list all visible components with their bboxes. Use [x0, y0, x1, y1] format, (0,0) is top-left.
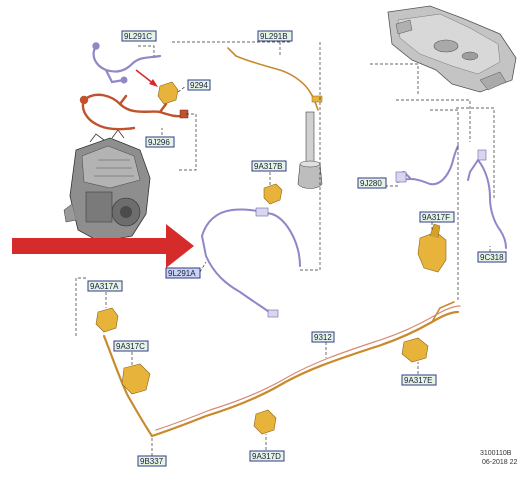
harness-9j296	[79, 93, 189, 131]
engine-icon	[63, 129, 151, 243]
label-9a317d-text: 9A317D	[252, 452, 281, 461]
label-9b337[interactable]: 9B337	[137, 455, 167, 467]
label-9a317a-text: 9A317A	[90, 282, 119, 291]
harness-9294-arrow	[135, 69, 158, 87]
label-9l291b-text: 9L291B	[260, 32, 288, 41]
fuel-line-9312	[102, 301, 461, 438]
label-9j280-text: 9J280	[360, 179, 382, 188]
label-9j296[interactable]: 9J296	[145, 136, 175, 148]
vapor-hose-9j280	[395, 145, 459, 186]
label-9a317e[interactable]: 9A317E	[401, 374, 437, 386]
leader-lines	[75, 41, 495, 456]
bracket-9a317d	[253, 409, 277, 435]
label-9c318[interactable]: 9C318	[477, 251, 507, 263]
bracket-9a317b	[263, 183, 283, 205]
label-9a317d[interactable]: 9A317D	[249, 450, 285, 462]
label-9294[interactable]: 9294	[187, 79, 211, 91]
bracket-9a317e	[401, 337, 429, 363]
fuel-tank-icon	[387, 5, 517, 93]
label-9a317c[interactable]: 9A317C	[113, 340, 149, 352]
label-9312[interactable]: 9312	[311, 331, 335, 343]
vapor-hose-9l291a	[201, 207, 301, 318]
label-9a317b[interactable]: 9A317B	[251, 160, 287, 172]
label-9a317b-text: 9A317B	[254, 162, 282, 171]
label-9l291a[interactable]: 9L291A	[165, 267, 201, 279]
label-9j296-text: 9J296	[148, 138, 170, 147]
drawing-footer: 3100110B 06-2018 22	[480, 450, 518, 466]
label-9a317f-text: 9A317F	[422, 213, 450, 222]
vapor-hose-9c318	[467, 149, 507, 249]
label-9a317e-text: 9A317E	[404, 376, 432, 385]
vapor-hose-9l291c	[92, 42, 162, 84]
drawing-number: 3100110B	[480, 450, 512, 457]
bracket-9a317c	[121, 363, 151, 395]
bracket-9a317f	[417, 223, 447, 273]
red-arrow-icon	[12, 224, 194, 268]
bracket-9a317a	[95, 307, 119, 333]
label-9j280[interactable]: 9J280	[357, 177, 387, 189]
label-9294-text: 9294	[190, 81, 208, 90]
label-9l291a-text: 9L291A	[168, 269, 196, 278]
fuel-line-9l291b	[227, 47, 323, 111]
label-9c318-text: 9C318	[480, 253, 504, 262]
label-9a317a[interactable]: 9A317A	[87, 280, 123, 292]
label-9a317c-text: 9A317C	[116, 342, 145, 351]
drawing-date: 06-2018 22	[482, 459, 518, 466]
bracket-9294	[157, 81, 179, 105]
label-9b337-text: 9B337	[140, 457, 164, 466]
fuel-filter-icon	[297, 111, 323, 189]
label-9l291b[interactable]: 9L291B	[257, 30, 293, 42]
label-9l291c-text: 9L291C	[124, 32, 152, 41]
label-9312-text: 9312	[314, 333, 332, 342]
label-9a317f[interactable]: 9A317F	[419, 211, 455, 223]
label-9l291c[interactable]: 9L291C	[121, 30, 157, 42]
